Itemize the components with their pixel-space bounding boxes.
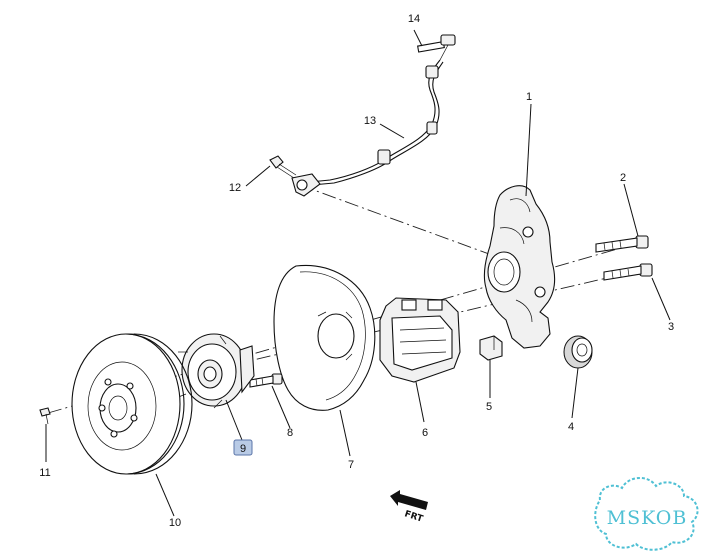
part-1-steering-knuckle <box>483 185 556 349</box>
callout-9-highlight <box>233 439 253 456</box>
part-8-bolt <box>249 373 283 388</box>
part-11-screw <box>39 407 51 425</box>
callout-8: 8 <box>287 427 293 439</box>
part-13-sensor-harness <box>291 59 444 197</box>
part-10-brake-rotor <box>71 333 193 475</box>
part-5-insert <box>479 335 503 361</box>
callout-13: 13 <box>364 115 376 127</box>
callout-10: 10 <box>169 517 181 529</box>
part-7-splash-shield <box>273 264 376 411</box>
part-6-brake-caliper <box>379 297 461 383</box>
watermark-logo: MSKOB <box>594 477 699 551</box>
callout-12: 12 <box>229 182 241 194</box>
callout-14: 14 <box>408 13 420 25</box>
callout-9[interactable]: 9 <box>240 443 246 455</box>
callout-2: 2 <box>620 172 626 184</box>
watermark-text: MSKOB <box>607 507 688 529</box>
part-4-bushing <box>563 335 593 369</box>
callout-3: 3 <box>668 321 674 333</box>
callout-labels: 1 2 3 4 5 6 7 8 9 10 11 12 13 14 <box>39 13 674 529</box>
callout-11: 11 <box>39 467 50 479</box>
part-14-sensor-connector <box>417 34 456 61</box>
part-2-bolt <box>595 235 649 253</box>
part-12-bolt <box>269 155 297 179</box>
part-3-bolt <box>603 263 653 281</box>
callout-6: 6 <box>422 427 428 439</box>
callout-1: 1 <box>526 91 532 103</box>
callout-5: 5 <box>486 401 492 413</box>
part-9-wheel-hub <box>175 333 255 409</box>
front-direction-indicator: FRT <box>390 490 428 525</box>
front-label: FRT <box>403 509 425 525</box>
callout-4: 4 <box>568 421 574 433</box>
callout-7: 7 <box>348 459 354 471</box>
leader-lines <box>45 29 671 517</box>
